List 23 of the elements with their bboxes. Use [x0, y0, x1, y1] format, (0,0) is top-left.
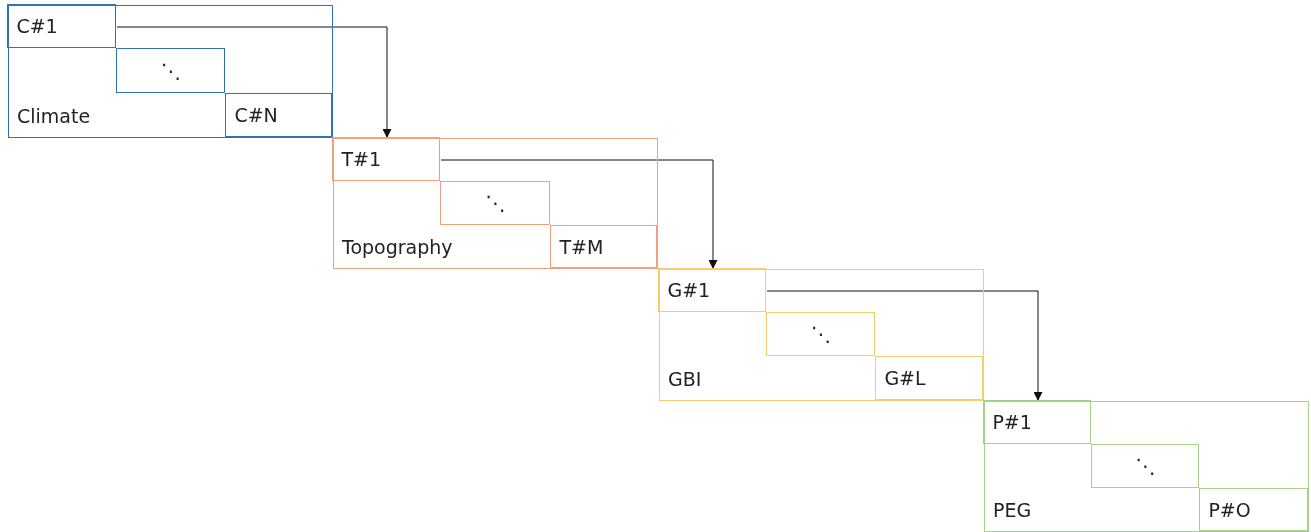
index-box: G#1 [658, 268, 767, 313]
group-frame [333, 138, 658, 269]
index-box: T#1 [332, 137, 441, 182]
ellipsis-box: ⋱ [440, 181, 551, 226]
index-box: C#N [225, 93, 333, 138]
arrow [116, 26, 392, 139]
index-box: P#1 [983, 400, 1092, 445]
group-label: GBI [668, 368, 702, 390]
arrow [440, 159, 718, 270]
ellipsis-box: ⋱ [116, 48, 226, 94]
group-frame [984, 401, 1309, 532]
group-frame [659, 269, 984, 401]
group-label: Climate [17, 105, 91, 127]
index-box: T#M [550, 225, 658, 269]
group-label: PEG [993, 499, 1032, 521]
ellipsis-box: ⋱ [1091, 444, 1200, 489]
group-label: Topography [342, 236, 453, 258]
group-frame [8, 5, 333, 138]
arrow [766, 290, 1043, 402]
ellipsis-box: ⋱ [766, 312, 876, 357]
index-box: C#1 [7, 4, 117, 49]
index-box: G#L [875, 356, 984, 401]
index-box: P#O [1199, 488, 1309, 532]
